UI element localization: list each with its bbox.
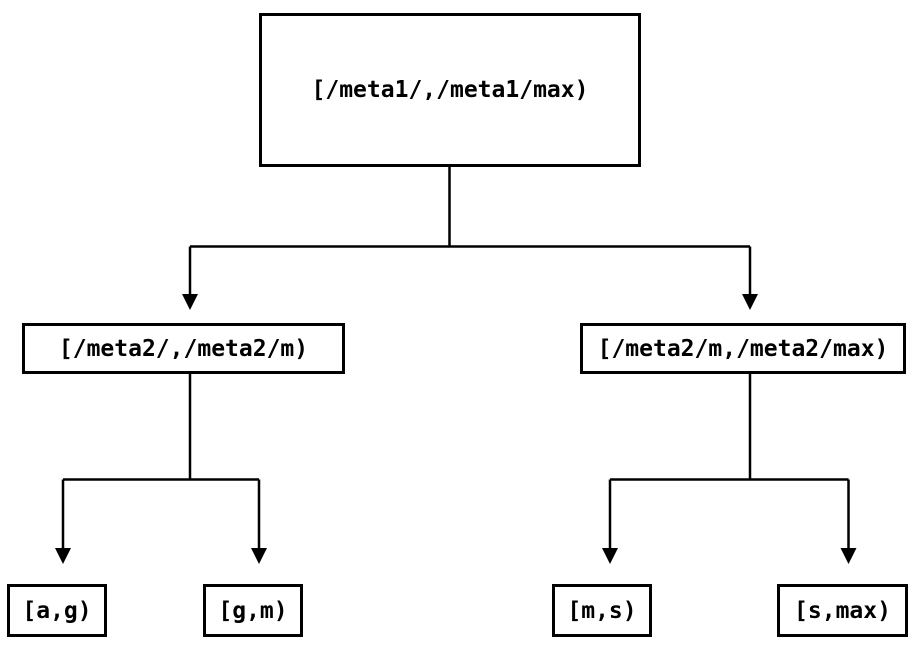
edge-root-to-children bbox=[188, 167, 752, 295]
arrowhead-leaf-ms bbox=[602, 548, 618, 564]
edge-right-child-to-leaves bbox=[608, 374, 850, 549]
tree-node-leaf-gm: [g,m) bbox=[203, 584, 303, 637]
node-label: [s,max) bbox=[794, 597, 891, 624]
node-label: [/meta2/m,/meta2/max) bbox=[597, 335, 889, 362]
edge-left-child-to-leaves bbox=[61, 374, 261, 549]
arrowhead-left-child bbox=[182, 294, 198, 310]
node-label: [g,m) bbox=[218, 597, 288, 624]
arrowhead-right-child bbox=[742, 294, 758, 310]
node-label: [a,g) bbox=[22, 597, 92, 624]
arrowhead-leaf-ag bbox=[55, 548, 71, 564]
arrowhead-leaf-smax bbox=[840, 548, 857, 564]
tree-node-leaf-ms: [m,s) bbox=[552, 584, 652, 637]
arrowhead-leaf-gm bbox=[251, 548, 267, 564]
tree-node-leaf-ag: [a,g) bbox=[7, 584, 107, 637]
node-label: [/meta1/,/meta1/max) bbox=[311, 77, 589, 103]
tree-node-root: [/meta1/,/meta1/max) bbox=[259, 13, 641, 167]
tree-node-left-child: [/meta2/,/meta2/m) bbox=[22, 323, 345, 374]
tree-node-right-child: [/meta2/m,/meta2/max) bbox=[580, 323, 906, 374]
tree-node-leaf-smax: [s,max) bbox=[777, 584, 908, 637]
node-label: [/meta2/,/meta2/m) bbox=[58, 335, 309, 362]
node-label: [m,s) bbox=[567, 597, 637, 624]
